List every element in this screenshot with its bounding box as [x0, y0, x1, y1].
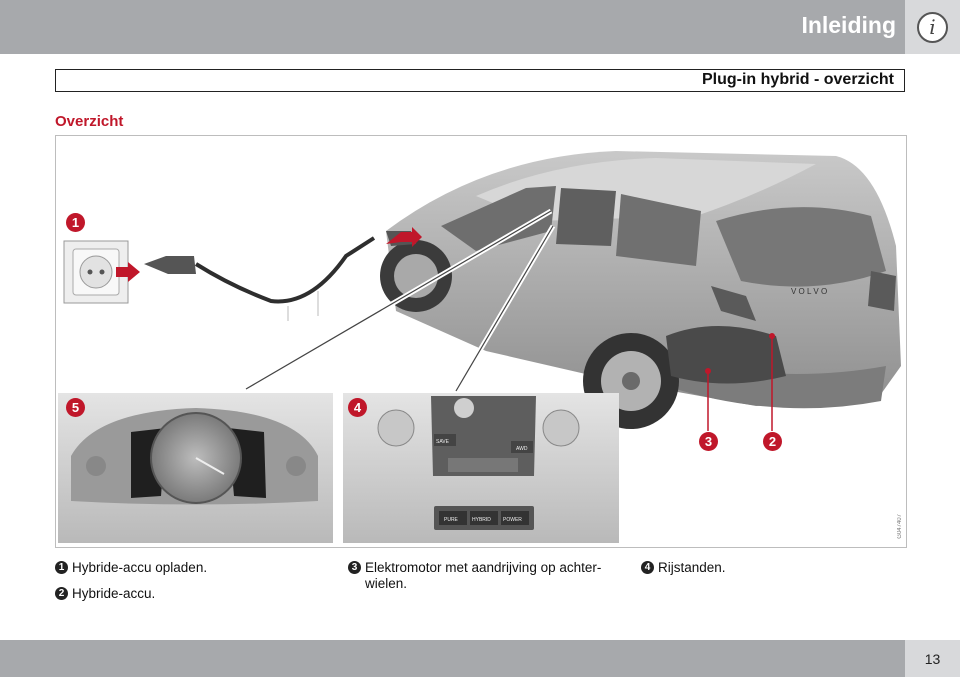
callout-3: 3	[699, 432, 718, 451]
info-box[interactable]: i	[905, 0, 960, 54]
info-icon[interactable]: i	[917, 11, 948, 43]
legend-number: 3	[348, 561, 361, 574]
legend-column-3: 4 Rijstanden.	[641, 560, 901, 586]
section-header: Plug-in hybrid - overzicht	[55, 69, 905, 92]
section-title: Plug-in hybrid - overzicht	[701, 71, 894, 88]
legend-text: Hybride-accu.	[72, 586, 156, 601]
legend-text: Rijstanden.	[658, 560, 726, 575]
legend-item-3: 3 Elektromotor met aandrijving op achter…	[348, 560, 606, 592]
legend-text: Hybride-accu opladen.	[72, 560, 208, 575]
awd-button-label: AWD	[516, 446, 528, 452]
figure-code: G047407	[897, 514, 903, 539]
legend-text: Elektromotor met aandrijving op achter-w…	[365, 560, 602, 591]
callout-5: 5	[66, 398, 85, 417]
top-bar: Inleiding	[0, 0, 960, 54]
chapter-title: Inleiding	[801, 12, 896, 38]
car-illustration: V O L V O	[58, 151, 901, 543]
legend-column-2: 3 Elektromotor met aandrijving op achter…	[348, 560, 606, 602]
legend-item-1: 1 Hybride-accu opladen.	[55, 560, 315, 576]
callout-1: 1	[66, 213, 85, 232]
pure-button-label: PURE	[444, 517, 459, 523]
overview-illustration: V O L V O	[55, 135, 907, 548]
overview-heading: Overzicht	[55, 113, 124, 130]
bottom-bar	[0, 640, 960, 677]
brand-text: V O L V O	[791, 287, 827, 296]
legend-item-2: 2 Hybride-accu.	[55, 586, 315, 602]
save-button-label: SAVE	[436, 439, 450, 445]
hybrid-button-label: HYBRID	[472, 517, 491, 523]
legend-item-4: 4 Rijstanden.	[641, 560, 901, 576]
legend-number: 4	[641, 561, 654, 574]
callout-2: 2	[763, 432, 782, 451]
page-number: 13	[905, 640, 960, 677]
power-button-label: POWER	[503, 517, 522, 523]
callout-4: 4	[348, 398, 367, 417]
legend-column-1: 1 Hybride-accu opladen. 2 Hybride-accu.	[55, 560, 315, 612]
legend-number: 2	[55, 587, 68, 600]
legend-number: 1	[55, 561, 68, 574]
